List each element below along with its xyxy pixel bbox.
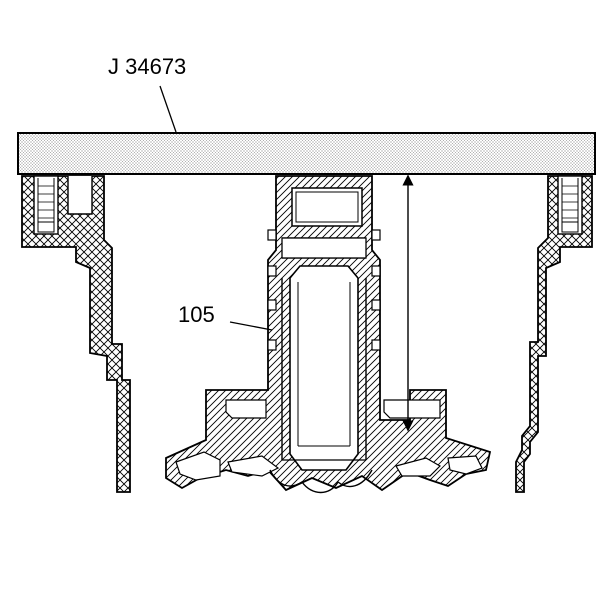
right-housing xyxy=(515,175,593,493)
left-housing xyxy=(21,175,131,493)
part-leader xyxy=(229,321,273,331)
part-label: 105 xyxy=(178,302,215,327)
tool-leader xyxy=(159,85,177,133)
tool-label: J 34673 xyxy=(108,54,187,79)
center-hub xyxy=(165,175,492,494)
tool-plate xyxy=(17,132,596,175)
